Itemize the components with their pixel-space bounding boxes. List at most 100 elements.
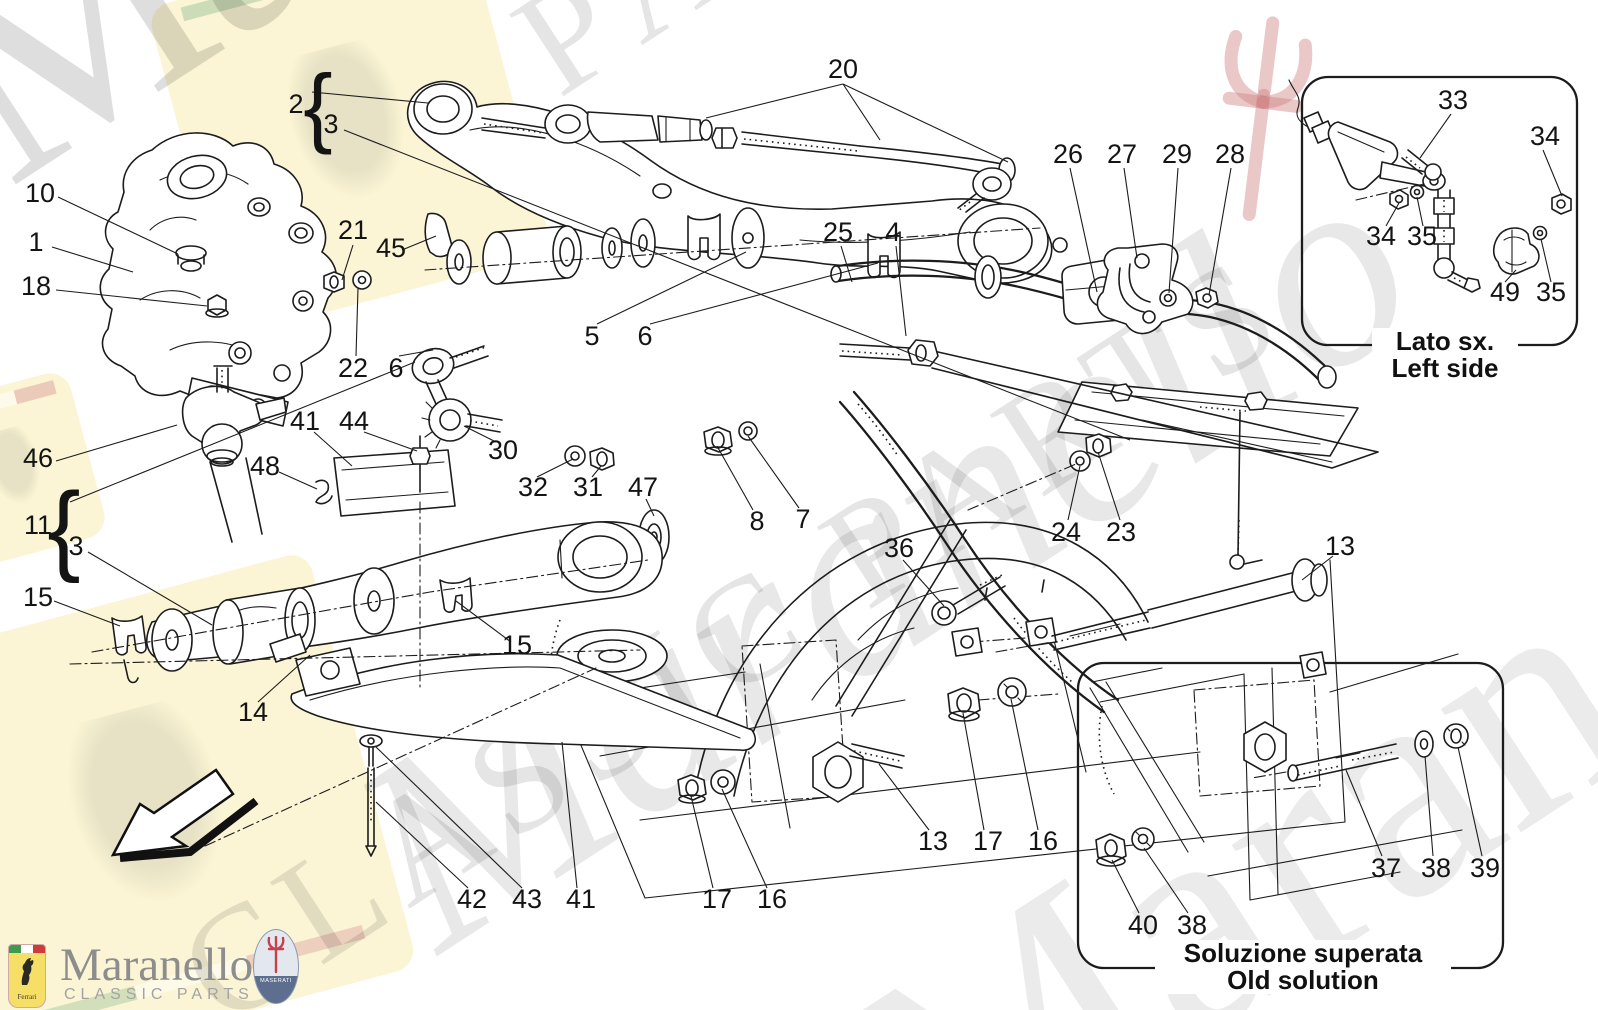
leader-line [1457,746,1483,857]
part-label-15: 15 [502,630,532,660]
leader-line [1504,269,1517,283]
part-label-41: 41 [566,884,596,914]
part-label-25: 25 [823,217,853,247]
inset-left-side [1288,75,1579,347]
inset-caption-old-solution: Soluzione superata Old solution [1155,940,1451,994]
part-label-34: 34 [1366,221,1396,251]
part-label-24: 24 [1051,517,1081,547]
leader-line [375,801,469,889]
leader-line [1424,755,1434,857]
leader-line [55,424,178,462]
toe-link-rods-20 [481,104,1016,213]
part-label-4: 4 [885,217,900,247]
part-label-34: 34 [1530,121,1560,151]
part-label-37: 37 [1371,853,1401,883]
leader-line [747,435,800,509]
heat-shield-41-stud-44 [315,435,456,517]
brand-wordmark: Maranello [60,939,254,991]
part-label-45: 45 [376,233,406,263]
part-label-15: 15 [23,582,53,612]
part-label-38: 38 [1177,910,1207,940]
leader-line [842,83,1009,163]
lower-control-arm [91,365,663,684]
part-label-35: 35 [1407,221,1437,251]
part-label-14: 14 [238,697,268,727]
leader-line [55,289,208,307]
part-label-22: 22 [338,353,368,383]
leader-line [355,287,359,357]
leader-line [690,795,714,889]
leader-line [1010,698,1039,831]
leader-line [1542,149,1563,197]
part-label-30: 30 [488,435,518,465]
leader-line [591,465,602,478]
leader-line [1208,167,1232,296]
leader-line [716,445,754,511]
screw-42 [365,845,377,857]
part-label-16: 16 [757,884,787,914]
part-label-17: 17 [973,826,1003,856]
leader-line [878,763,930,831]
inset-old-solution [1076,651,1505,970]
maserati-trident-icon [267,936,285,974]
leader-line [649,262,879,325]
leader-line [53,600,121,627]
bolt-13 [995,558,1328,653]
maserati-label: MASERATI [260,978,292,985]
part-label-8: 8 [749,506,764,536]
part-label-29: 29 [1162,139,1192,169]
bolt-4 [839,339,939,367]
leader-line [57,196,179,255]
direction-arrow [110,768,259,862]
wheel-knuckle [99,132,338,427]
leader-line [561,741,578,889]
leader-line [1301,555,1334,581]
part-label-13: 13 [918,826,948,856]
ferrari-label: Ferrari [17,993,37,1001]
part-label-40: 40 [1128,910,1158,940]
leader-line [401,235,437,251]
part-label-48: 48 [250,451,280,481]
leader-line [311,91,429,104]
fork-clip-15 [111,615,147,656]
leader-lines [51,83,1563,914]
leader-line [1097,451,1121,521]
leader-line [721,788,768,889]
leader-line [398,349,434,357]
leader-line [455,600,512,643]
leader-line [1419,113,1452,159]
leader-line [1143,847,1189,914]
fork-clip-15 [439,577,473,613]
leader-line [536,458,574,478]
part-label-13: 13 [1325,531,1355,561]
part-label-17: 17 [702,884,732,914]
leader-line [363,431,418,452]
part-label-31: 31 [573,472,603,502]
leader-line [51,246,134,273]
bar-clamp-27 [1096,243,1194,335]
leader-line [375,746,523,889]
bolt-36 [931,574,1006,626]
caption-left-side: Left side [1391,353,1499,383]
part-label-39: 39 [1470,853,1500,883]
cone-washer-45 [424,212,453,258]
leader-line [87,551,213,626]
leader-line [842,83,881,141]
leader-line [1069,167,1098,293]
part-label-20: 20 [828,54,858,84]
leader-line [1385,202,1400,227]
leader-line [1067,465,1081,521]
part-label-18: 18 [21,271,51,301]
part-label-11: 11 [24,510,52,540]
leader-line [1168,167,1179,294]
part-label-26: 26 [1053,139,1083,169]
part-label-44: 44 [339,406,369,436]
ferrari-shield-logo: Ferrari [8,944,46,1008]
leader-line [463,425,497,443]
leader-line [1111,859,1140,914]
part-label-28: 28 [1215,139,1245,169]
part-label-1: 1 [28,227,43,257]
nut-washer-21-22 [323,270,372,293]
